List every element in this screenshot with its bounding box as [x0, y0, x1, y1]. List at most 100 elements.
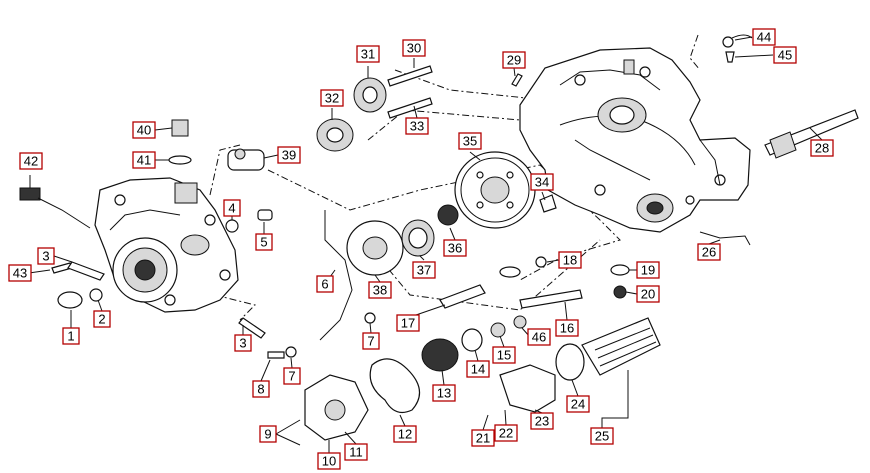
svg-text:43: 43 [13, 266, 27, 281]
svg-text:5: 5 [260, 235, 267, 250]
callout-28: 28 [810, 139, 834, 157]
svg-text:8: 8 [257, 382, 264, 397]
large-gear [454, 151, 536, 229]
callout-20: 20 [636, 285, 660, 303]
callout-19: 19 [636, 261, 660, 279]
svg-text:46: 46 [532, 330, 546, 345]
small-fasteners [51, 73, 547, 359]
callout-13: 13 [432, 384, 456, 402]
svg-text:7: 7 [288, 369, 295, 384]
svg-text:19: 19 [641, 263, 655, 278]
callout-1: 1 [62, 327, 80, 345]
leader-lines [28, 36, 823, 453]
callout-46: 46 [527, 328, 551, 346]
callout-34: 34 [530, 173, 554, 191]
svg-text:20: 20 [641, 287, 655, 302]
callout-32: 32 [320, 89, 344, 107]
callout-23: 23 [530, 412, 554, 430]
callout-26: 26 [697, 243, 721, 261]
svg-text:16: 16 [560, 321, 574, 336]
callout-7-upper: 7 [362, 332, 380, 350]
svg-text:22: 22 [499, 426, 513, 441]
svg-text:2: 2 [98, 312, 105, 327]
callout-17: 17 [396, 314, 420, 332]
output-shaft [764, 109, 859, 159]
oil-filler-cap [168, 119, 192, 165]
callout-18: 18 [558, 251, 582, 269]
callout-8: 8 [252, 380, 270, 398]
svg-text:45: 45 [778, 48, 792, 63]
callout-30: 30 [402, 39, 426, 57]
svg-text:39: 39 [282, 148, 296, 163]
oil-tube [319, 210, 353, 341]
svg-text:26: 26 [702, 245, 716, 260]
callout-14: 14 [466, 360, 490, 378]
svg-text:25: 25 [595, 429, 609, 444]
callout-24: 24 [566, 395, 590, 413]
callout-45: 45 [773, 46, 797, 64]
svg-text:44: 44 [757, 30, 771, 45]
svg-text:29: 29 [507, 53, 521, 68]
callout-31: 31 [356, 45, 380, 63]
callout-43: 43 [8, 264, 32, 282]
svg-text:24: 24 [571, 397, 585, 412]
callout-15: 15 [492, 346, 516, 364]
svg-text:12: 12 [398, 427, 412, 442]
callout-3-bottom: 3 [234, 334, 252, 352]
svg-text:4: 4 [228, 201, 235, 216]
svg-text:31: 31 [361, 47, 375, 62]
svg-text:3: 3 [239, 336, 246, 351]
hose-fitting [227, 148, 265, 171]
svg-text:35: 35 [463, 134, 477, 149]
callout-9: 9 [259, 425, 277, 443]
gear-pair [316, 65, 433, 152]
callout-4: 4 [223, 199, 241, 217]
breather-fitting [722, 34, 753, 63]
plug-and-washer [539, 194, 751, 299]
callout-29: 29 [502, 51, 526, 69]
svg-text:23: 23 [535, 414, 549, 429]
svg-text:9: 9 [264, 427, 271, 442]
svg-text:21: 21 [476, 431, 490, 446]
callout-44: 44 [752, 28, 776, 46]
callout-41: 41 [132, 151, 156, 169]
oil-filter-group [499, 317, 661, 413]
callout-16: 16 [555, 319, 579, 337]
svg-text:14: 14 [471, 362, 485, 377]
clutch-bearing-group [346, 204, 459, 276]
water-pump-parts [421, 315, 527, 372]
svg-text:38: 38 [373, 283, 387, 298]
crankcase-right [519, 47, 751, 233]
pump-cover-and-gasket [304, 358, 421, 441]
svg-text:15: 15 [497, 348, 511, 363]
callout-12: 12 [393, 425, 417, 443]
svg-text:34: 34 [535, 175, 549, 190]
callout-21: 21 [471, 429, 495, 447]
svg-text:11: 11 [349, 445, 363, 460]
callout-25: 25 [590, 427, 614, 445]
callout-11: 11 [344, 443, 368, 461]
svg-text:40: 40 [137, 123, 151, 138]
svg-text:7: 7 [367, 334, 374, 349]
callout-35: 35 [458, 132, 482, 150]
callout-36: 36 [443, 239, 467, 257]
callout-7-lower: 7 [283, 367, 301, 385]
svg-text:10: 10 [322, 454, 336, 469]
sensor-wire [19, 187, 91, 229]
svg-text:37: 37 [417, 263, 431, 278]
svg-text:33: 33 [410, 119, 424, 134]
callout-6: 6 [316, 275, 334, 293]
svg-text:17: 17 [401, 316, 415, 331]
svg-text:3: 3 [42, 249, 49, 264]
crankcase-left-cover [94, 177, 239, 313]
svg-text:28: 28 [815, 141, 829, 156]
callout-38: 38 [368, 281, 392, 299]
svg-text:41: 41 [137, 153, 151, 168]
callout-39: 39 [277, 146, 301, 164]
callout-5: 5 [255, 233, 273, 251]
shaft-assembly [439, 266, 583, 309]
callout-10: 10 [317, 452, 341, 470]
callout-33: 33 [405, 117, 429, 135]
callout-37: 37 [412, 261, 436, 279]
